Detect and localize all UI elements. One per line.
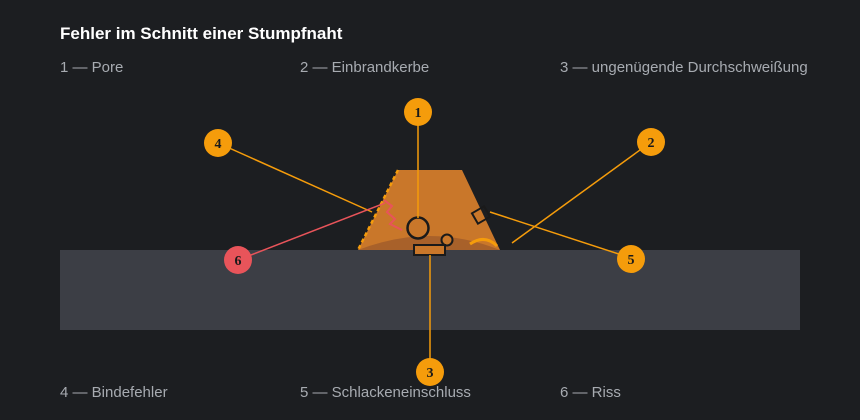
- marker-1: 1: [404, 98, 432, 126]
- diagram-title: Fehler im Schnitt einer Stumpfnaht: [60, 24, 343, 43]
- weld-root: [358, 236, 500, 250]
- pore-defect: [406, 216, 430, 240]
- leader-line-4: [217, 142, 373, 213]
- incomplete-penetration-defect: [413, 244, 446, 256]
- marker-3-label: 3: [427, 366, 434, 381]
- slag-inclusion-defect: [470, 204, 492, 226]
- leader-line-5: [489, 211, 632, 259]
- legend-item-incomplete-penetration: 3 — ungenügende Durchschweißung: [560, 59, 808, 76]
- legend-item-lack-of-fusion: 4 — Bindefehler: [60, 384, 168, 401]
- marker-5-label: 5: [628, 253, 635, 268]
- leader-line-2: [511, 141, 652, 244]
- legend-item-pore: 1 — Pore: [60, 59, 124, 76]
- weld-bead: [358, 170, 500, 250]
- marker-3: 3: [416, 358, 444, 386]
- undercut-mark: [469, 238, 499, 248]
- marker-4: 4: [204, 129, 232, 157]
- marker-4-label: 4: [215, 137, 222, 152]
- leader-line-6: [237, 202, 386, 261]
- lack-of-fusion-line: [356, 169, 400, 251]
- marker-2: 2: [637, 128, 665, 156]
- legend-item-crack: 6 — Riss: [560, 384, 621, 401]
- marker-5: 5: [617, 245, 645, 273]
- marker-6-label: 6: [235, 254, 242, 269]
- crack-mark: [383, 199, 403, 231]
- legend-item-slag-inclusion: 5 — Schlackeneinschluss: [300, 384, 471, 401]
- legend-item-undercut: 2 — Einbrandkerbe: [300, 59, 430, 76]
- marker-6: 6: [224, 246, 252, 274]
- small-pore-defect: [440, 233, 454, 247]
- marker-2-label: 2: [648, 136, 655, 151]
- marker-1-label: 1: [415, 106, 422, 121]
